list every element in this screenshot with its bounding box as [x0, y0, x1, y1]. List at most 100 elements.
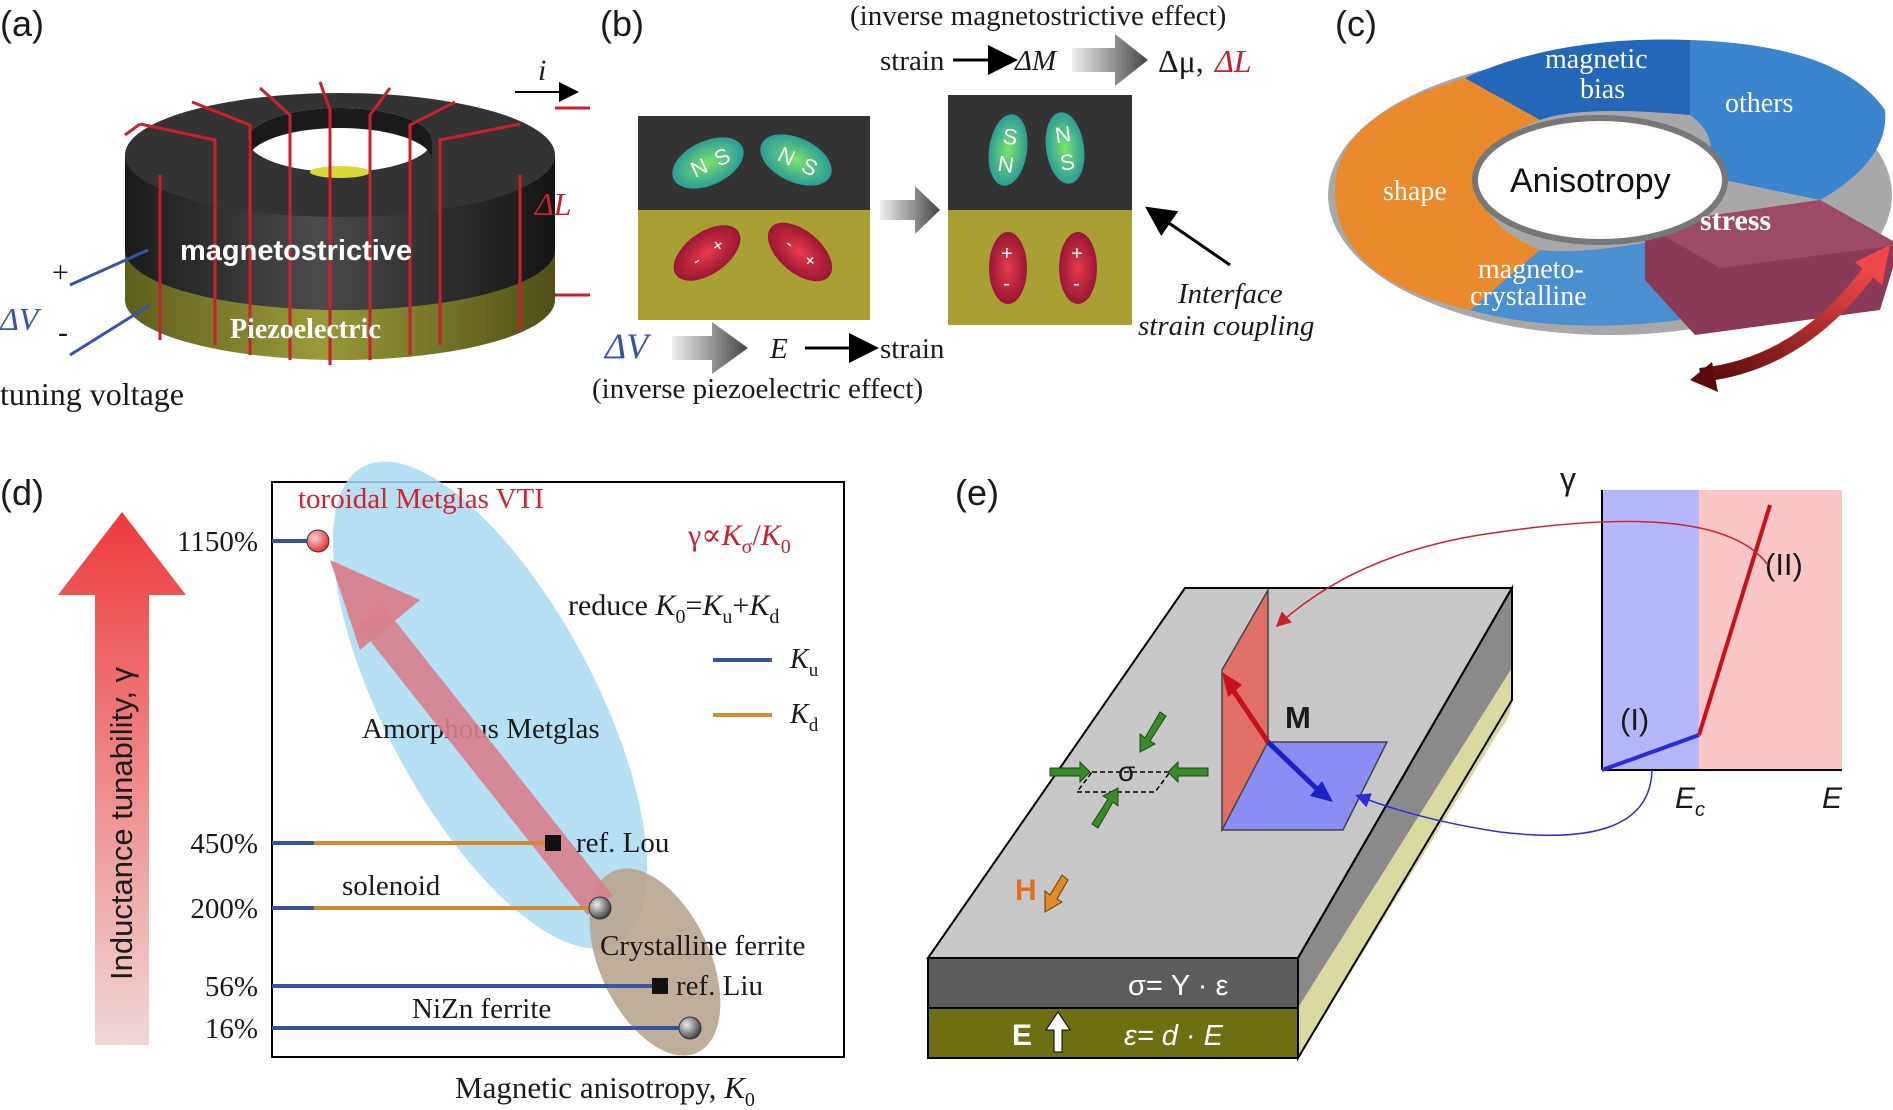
marker-1: [545, 835, 561, 851]
right-magnetic-layer: [948, 95, 1132, 210]
layer-piezoelectric: Piezoelectric: [230, 314, 381, 345]
E-label-b: E: [769, 333, 788, 365]
strain-bottom: strain: [880, 333, 945, 365]
segment-stress-top: [1645, 200, 1893, 268]
left-dipole-2: N S: [760, 134, 832, 186]
segment-others: [1690, 40, 1886, 200]
toroid: [124, 81, 590, 365]
top-effect: (inverse magnetostrictive effect): [850, 0, 1226, 32]
M-red-arrow: [1230, 688, 1271, 744]
right-piezo-layer: [948, 210, 1132, 325]
left-charge-1: - +: [673, 225, 741, 281]
E-field-arrow: [1045, 1011, 1071, 1053]
segment-shape: [1335, 78, 1540, 310]
slab-piezo-front: [927, 1007, 1299, 1059]
interface-text-2: strain coupling: [1138, 310, 1314, 342]
panel-a: (a) i: [0, 3, 590, 412]
left-dipole-1: N S: [672, 137, 744, 189]
panel-d-label: (d): [0, 472, 44, 513]
minus-wire: [69, 303, 151, 357]
label-magneto: magneto-: [1478, 254, 1584, 285]
region-I-label: (I): [1620, 702, 1649, 737]
left-charge-2: - +: [767, 222, 833, 282]
y-axis-label: Inductance tunability, γ: [104, 666, 139, 980]
segment-magnetocrystalline: [1470, 240, 1680, 326]
svg-text:+: +: [1071, 243, 1083, 265]
ring-center-hole: [1472, 115, 1728, 245]
dmu-label: Δμ,: [1158, 43, 1204, 79]
segment-magnetic-bias: [1465, 39, 1690, 120]
label-bias: bias: [1580, 74, 1625, 105]
stress-rotation-arrow: [1699, 265, 1876, 382]
row-name-1: ref. Lou: [576, 827, 669, 859]
marker-4: [678, 1016, 702, 1040]
blue-plane: [1220, 741, 1389, 831]
tunability-arrow: [58, 512, 186, 1045]
tick-label-3: 56%: [205, 971, 258, 1003]
svg-text:+: +: [1001, 243, 1013, 265]
plus-sign-a: +: [52, 256, 69, 289]
M-red-arrow-head: [1222, 672, 1242, 697]
trend-arrow-shaft: [357, 605, 613, 915]
svg-text:N: N: [996, 151, 1015, 178]
gamma-axis-label: γ: [1560, 461, 1576, 497]
dM-label: ΔM: [1014, 45, 1058, 77]
center-anisotropy: Anisotropy: [1510, 162, 1671, 200]
svg-text:N: N: [1053, 121, 1072, 148]
right-charge-1: + -: [989, 232, 1027, 304]
Ec-label: Ec: [1675, 782, 1705, 821]
legend-kd-text: Kd: [789, 699, 819, 736]
eq-sigma: σ= Y · ε: [1128, 970, 1228, 1002]
link-red: [1275, 520, 1769, 628]
reduce-text: reduce K0=Ku+Kd: [568, 589, 779, 628]
row-name-4: NiZn ferrite: [412, 993, 551, 1025]
left-magnetic-layer: [638, 116, 870, 210]
label-crystalline: crystalline: [1470, 281, 1587, 312]
tick-labels-group: 1150%450%200%56%16%: [177, 526, 258, 1045]
row-name-3: ref. Liu: [676, 970, 763, 1002]
plot-frame: [271, 481, 845, 1058]
crystalline-ellipse: [589, 868, 721, 1056]
interface-arrow: [1145, 206, 1231, 267]
ring-hole-inner: [248, 108, 432, 160]
stress-arrow-head-top: [1855, 245, 1890, 285]
svg-text:S: S: [1001, 123, 1019, 150]
panel-a-label: (a): [0, 3, 44, 44]
amorphous-ellipse: [332, 461, 648, 949]
panel-c: (c) Anisotropy magnetic bias others shap…: [1328, 3, 1893, 392]
interface-text-1: Interface: [1177, 278, 1283, 310]
label-stress: stress: [1700, 204, 1771, 237]
stress-arrow-head-bottom: [1690, 362, 1718, 392]
label-magnetic: magnetic: [1545, 44, 1648, 75]
link-blue: [1355, 769, 1653, 837]
tick-label-4: 16%: [205, 1013, 258, 1045]
H-arrow: [1044, 874, 1069, 913]
M-blue-arrow-head: [1310, 781, 1333, 802]
dL-label-a: ΔL: [533, 186, 572, 222]
formula: γ∝Kσ/K0: [687, 519, 791, 558]
gray-arrow-bottom: [672, 322, 748, 374]
right-dipole-1: S N: [988, 114, 1028, 186]
stress-arrows: [1049, 711, 1209, 829]
row-name-2: solenoid: [342, 870, 441, 902]
label-others: others: [1725, 88, 1793, 119]
tuning-voltage: tuning voltage: [0, 376, 184, 412]
slab-magnetic-front: [927, 957, 1299, 1009]
region-I: [1602, 490, 1699, 770]
marker-2: [588, 896, 612, 920]
svg-text:-: -: [1003, 273, 1010, 295]
x-axis-label: Magnetic anisotropy, K0: [455, 1070, 755, 1110]
dL-label-b: ΔL: [1213, 43, 1252, 79]
tick-label-1: 450%: [190, 828, 258, 860]
plus-wire: [69, 248, 149, 287]
minus-sign-a: -: [58, 316, 68, 349]
sigma-box: [1075, 771, 1172, 793]
eq-epsilon: ε= d · E: [1124, 1020, 1224, 1052]
dV-label-a: ΔV: [0, 301, 42, 337]
panel-e-label: (e): [955, 472, 999, 513]
M-blue-arrow: [1266, 740, 1320, 792]
current-label: i: [538, 54, 546, 87]
line-region-II: [1697, 504, 1772, 736]
